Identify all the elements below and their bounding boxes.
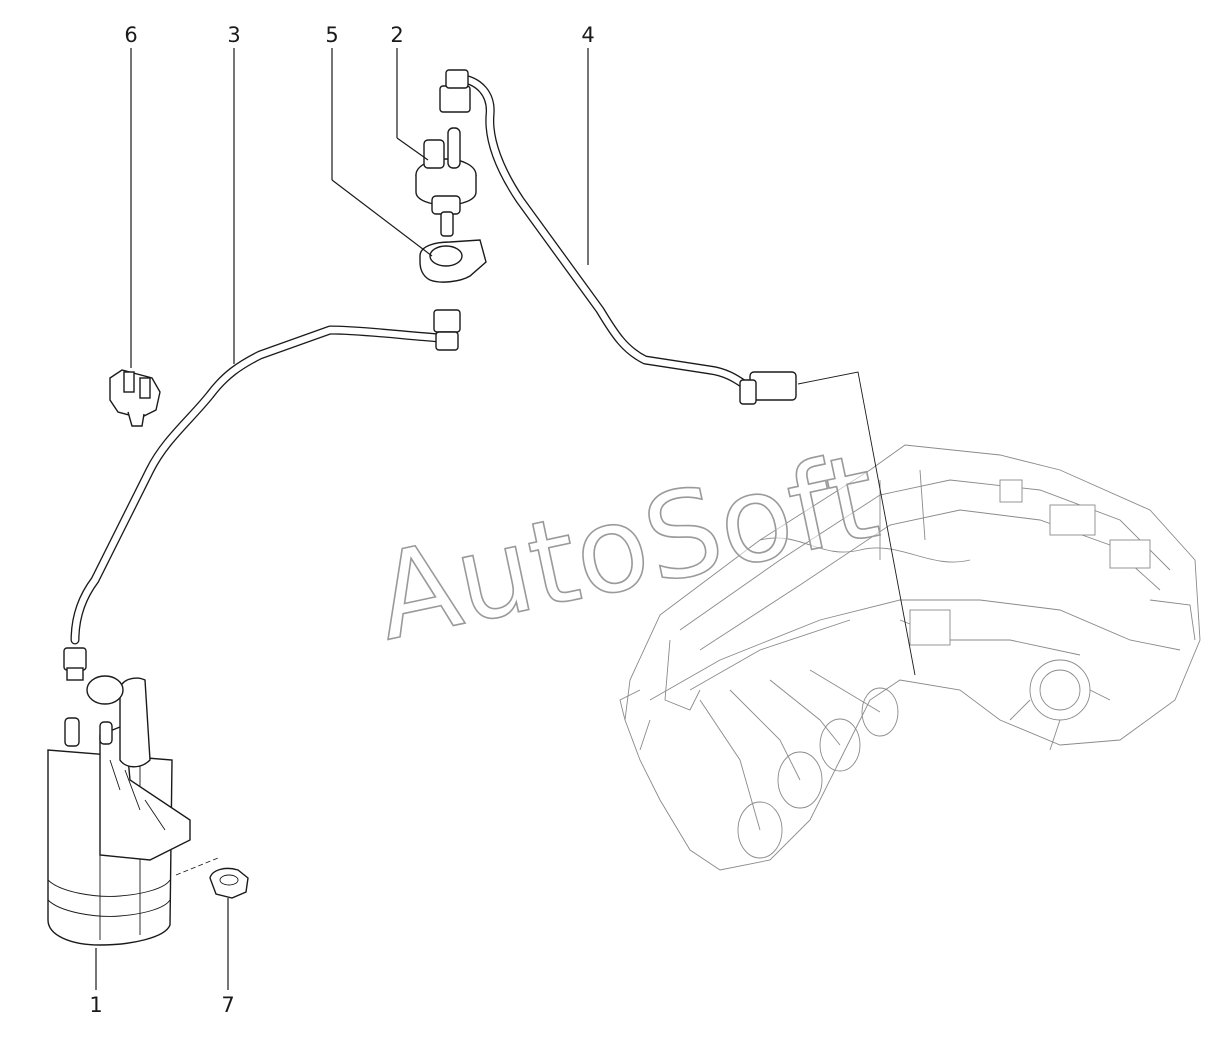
hose-4 [439, 69, 797, 405]
intake-manifold [619, 444, 1201, 871]
callout-4: 4 [581, 23, 594, 47]
hose-4-to-manifold-line [797, 371, 916, 676]
purge-valve [415, 127, 477, 237]
hose-3 [63, 309, 461, 681]
callout-5: 5 [325, 23, 338, 47]
leader-lines [95, 48, 589, 990]
callout-6: 6 [124, 23, 137, 47]
valve-bracket [419, 239, 487, 283]
callout-2: 2 [390, 23, 403, 47]
clip [109, 369, 161, 427]
nut [209, 867, 249, 899]
charcoal-canister [47, 675, 191, 946]
callout-1: 1 [89, 993, 102, 1017]
canister-to-nut-line [175, 857, 219, 876]
callout-7: 7 [221, 993, 234, 1017]
callout-3: 3 [227, 23, 240, 47]
